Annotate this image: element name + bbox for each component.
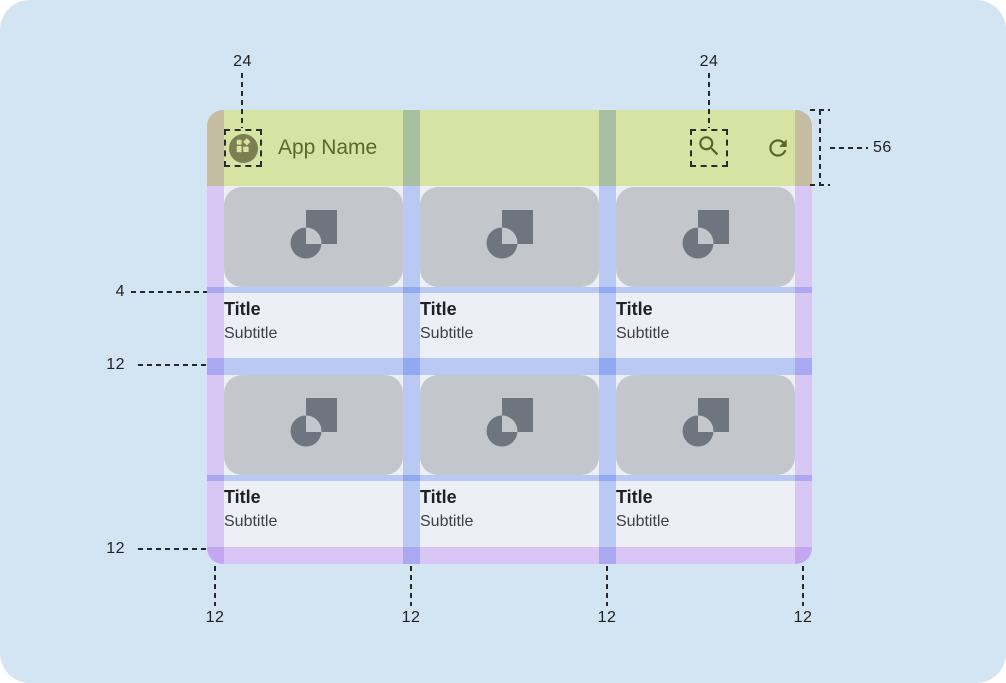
card[interactable]: Title Subtitle (224, 187, 403, 358)
dim-label-gutter-1: 12 (401, 609, 421, 626)
app-icon-keyline-box (224, 129, 262, 167)
dim-label-appbar-height: 56 (873, 139, 892, 156)
app-avatar-button[interactable] (228, 133, 258, 163)
search-icon-keyline-box (690, 129, 728, 167)
card-subtitle: Subtitle (616, 513, 670, 530)
dimension-tick (810, 184, 830, 186)
card[interactable]: Title Subtitle (224, 375, 403, 546)
dim-label-left-margin: 12 (205, 609, 225, 626)
card-image-placeholder (420, 375, 599, 475)
dim-label-bottom-margin: 12 (106, 540, 125, 557)
shapes-placeholder-icon (682, 398, 730, 452)
dim-label-image-text-gap: 4 (115, 283, 125, 300)
card-image-placeholder (224, 187, 403, 287)
dim-label-gutter-2: 12 (597, 609, 617, 626)
dim-label-icon-size-left: 24 (233, 53, 252, 70)
card-image-placeholder (616, 187, 795, 287)
dimension-line (138, 364, 207, 366)
dimension-line (214, 566, 216, 606)
card-image-placeholder (420, 187, 599, 287)
shapes-placeholder-icon (682, 210, 730, 264)
card-text: Title Subtitle (224, 293, 403, 358)
shapes-placeholder-icon (486, 210, 534, 264)
card[interactable]: Title Subtitle (616, 187, 795, 358)
card-subtitle: Subtitle (224, 513, 278, 530)
card-text: Title Subtitle (616, 293, 795, 358)
dimension-line (802, 566, 804, 606)
shapes-placeholder-icon (486, 398, 534, 452)
card[interactable]: Title Subtitle (420, 187, 599, 358)
card-grid: Title Subtitle Title Subtitle (224, 187, 795, 546)
card[interactable]: Title Subtitle (420, 375, 599, 546)
card-title: Title (616, 299, 653, 319)
dim-label-right-margin: 12 (793, 609, 813, 626)
card-title: Title (616, 487, 653, 507)
refresh-icon[interactable] (765, 135, 791, 161)
app-mockup: Title Subtitle Title Subtitle (207, 110, 812, 564)
card-subtitle: Subtitle (420, 325, 474, 342)
top-app-bar: App Name (207, 110, 812, 186)
dimension-line (241, 73, 243, 128)
card-text: Title Subtitle (616, 481, 795, 546)
bottom-margin-overlay (207, 547, 812, 564)
card-image-placeholder (224, 375, 403, 475)
dimension-line (606, 566, 608, 606)
dim-label-row-gutter: 12 (106, 356, 125, 373)
dashboard-avatar-icon (233, 136, 253, 161)
card-image-placeholder (616, 375, 795, 475)
app-title: App Name (278, 136, 378, 159)
shapes-placeholder-icon (290, 210, 338, 264)
dimension-line (830, 147, 868, 149)
card-subtitle: Subtitle (616, 325, 670, 342)
card-text: Title Subtitle (420, 481, 599, 546)
card-title: Title (420, 487, 457, 507)
card-title: Title (224, 487, 261, 507)
dimension-line (819, 110, 821, 186)
card-subtitle: Subtitle (420, 513, 474, 530)
shapes-placeholder-icon (290, 398, 338, 452)
card-title: Title (224, 299, 261, 319)
card[interactable]: Title Subtitle (616, 375, 795, 546)
search-icon[interactable] (696, 133, 722, 164)
dimension-line (410, 566, 412, 606)
card-subtitle: Subtitle (224, 325, 278, 342)
card-title: Title (420, 299, 457, 319)
dimension-line (708, 73, 710, 128)
dim-label-icon-size-right: 24 (699, 53, 719, 70)
card-text: Title Subtitle (224, 481, 403, 546)
card-text: Title Subtitle (420, 293, 599, 358)
dimension-line (131, 291, 207, 293)
dimension-line (138, 548, 207, 550)
